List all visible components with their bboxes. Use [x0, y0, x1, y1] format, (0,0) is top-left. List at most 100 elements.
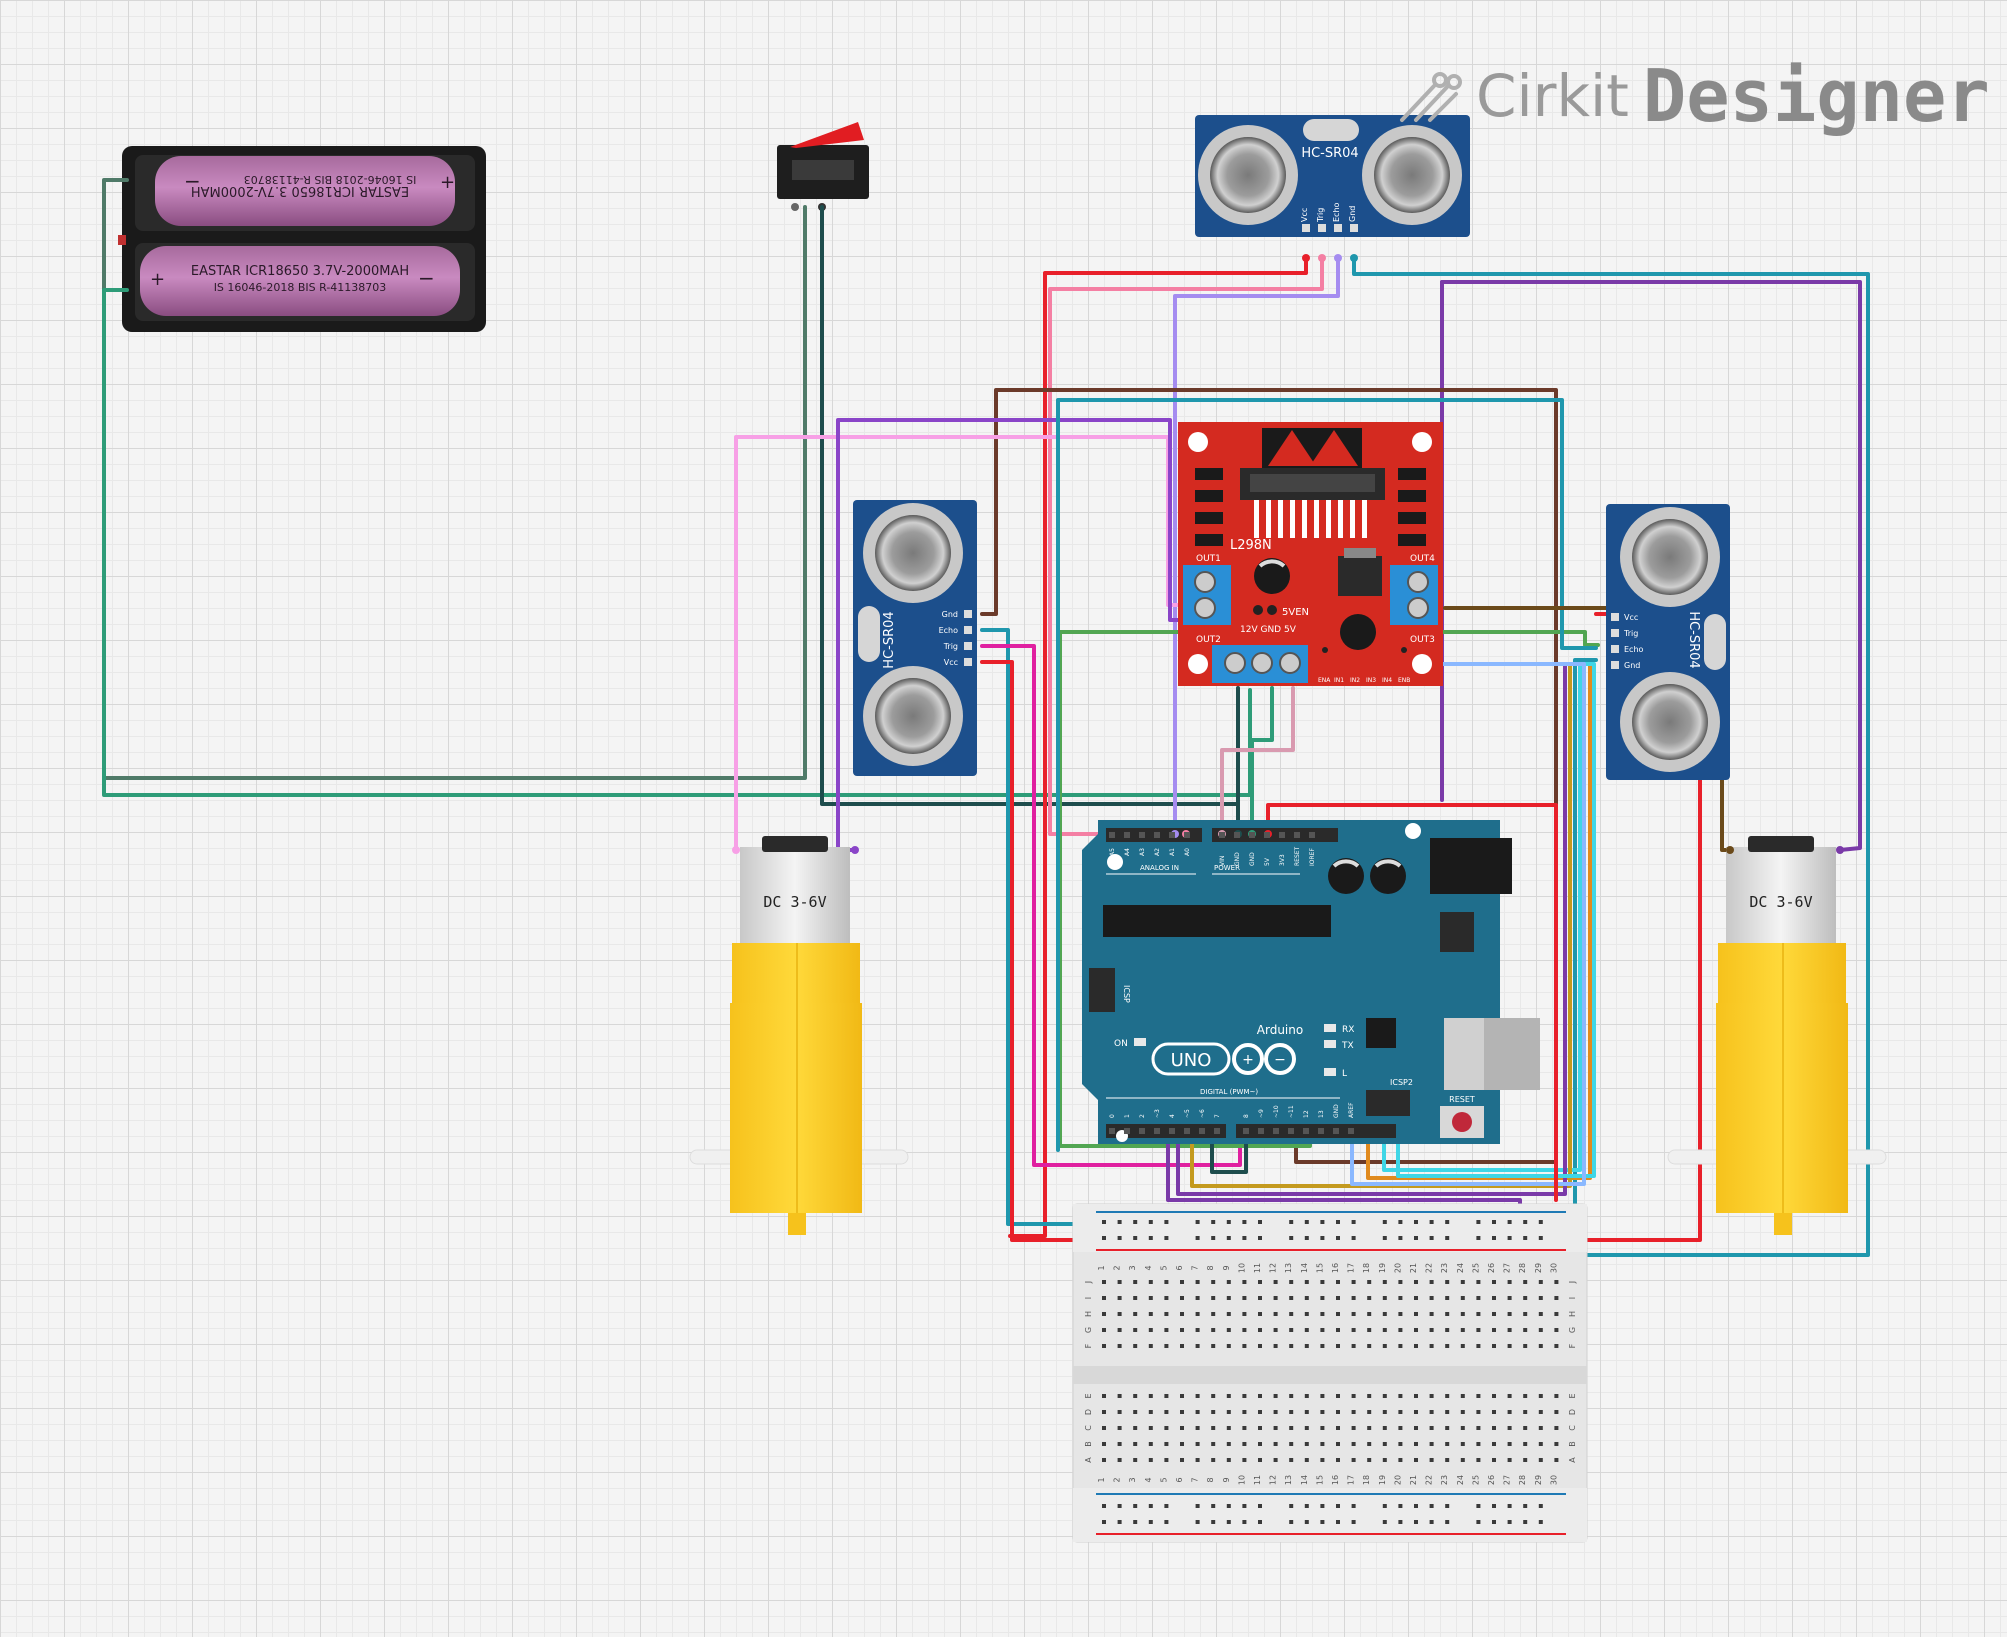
breadboard-column-number: 10	[1237, 1475, 1246, 1485]
breadboard[interactable]: 1122334455667788991010111112121313141415…	[1072, 1203, 1588, 1543]
breadboard-column-number: 11	[1253, 1475, 1262, 1485]
arduino-pin-hole[interactable]	[1219, 832, 1225, 838]
arduino-pin-hole[interactable]	[1309, 832, 1315, 838]
arduino-power-header[interactable]	[1212, 828, 1338, 842]
breadboard-row-letter: B	[1568, 1441, 1577, 1447]
wire-right-motor-b	[1440, 280, 1862, 852]
breadboard-column-number: 5	[1159, 1477, 1168, 1482]
breadboard-row-letter: J	[1084, 1281, 1093, 1284]
svg-text:12V GND 5V: 12V GND 5V	[1240, 625, 1297, 635]
power-label: POWER	[1214, 864, 1240, 872]
arduino-pin-label: 8	[1243, 1114, 1250, 1118]
svg-text:+: +	[150, 269, 165, 290]
breadboard-row-letter: A	[1568, 1457, 1577, 1463]
arduino-pin-hole[interactable]	[1318, 1128, 1324, 1134]
breadboard-column-number: 8	[1206, 1477, 1215, 1482]
breadboard-column-number: 2	[1113, 1265, 1122, 1270]
arduino-pin-hole[interactable]	[1264, 832, 1270, 838]
arduino-pin-hole[interactable]	[1333, 1128, 1339, 1134]
arduino-pin-label: AREF	[1348, 1102, 1355, 1118]
arduino-pin-label: GND	[1234, 852, 1241, 866]
arduino-pin-label: 4	[1169, 1114, 1176, 1118]
sensor-top-label: HC-SR04	[1301, 146, 1358, 161]
arduino-pin-hole[interactable]	[1243, 1128, 1249, 1134]
arduino-pin-hole[interactable]	[1124, 832, 1130, 838]
ultrasonic-sensor-left[interactable]: HC-SR04 Gnd Echo Trig Vcc	[853, 500, 977, 776]
arduino-pin-label: ~6	[1199, 1109, 1206, 1118]
arduino-brand: Arduino	[1257, 1023, 1303, 1037]
driver-terminal-left[interactable]	[1183, 565, 1231, 625]
breadboard-row-letter: G	[1084, 1327, 1093, 1333]
breadboard-column-number: 6	[1175, 1265, 1184, 1270]
arduino-pin-hole[interactable]	[1273, 1128, 1279, 1134]
arduino-pin-hole[interactable]	[1258, 1128, 1264, 1134]
driver-input-header[interactable]: ENA IN1 IN2 IN3 IN4 ENB	[1318, 647, 1410, 684]
arduino-pin-hole[interactable]	[1199, 1128, 1205, 1134]
arduino-pin-hole[interactable]	[1184, 1128, 1190, 1134]
ultrasonic-sensor-top[interactable]: HC-SR04 Vcc Trig Echo Gnd	[1195, 115, 1470, 237]
arduino-pin-hole[interactable]	[1288, 1128, 1294, 1134]
rocker-switch[interactable]	[777, 122, 869, 211]
reset-button[interactable]: RESET	[1440, 1095, 1484, 1138]
arduino-uno[interactable]: ANALOG IN POWER ICSP ICSP2 UNO + − Ard	[1082, 820, 1540, 1144]
motor-driver-l298n[interactable]: L298N 5VEN OUT1 OUT2 OUT4 OUT3 12V GND 5…	[1178, 422, 1443, 686]
sensor-top-pins: Vcc Trig Echo Gnd	[1300, 202, 1358, 232]
arduino-pin-label: A3	[1139, 848, 1146, 856]
breadboard-column-number: 19	[1378, 1263, 1387, 1273]
arduino-pin-label: 3V3	[1279, 854, 1286, 866]
arduino-pin-hole[interactable]	[1249, 832, 1255, 838]
ultrasonic-sensor-right[interactable]: HC-SR04 Vcc Trig Echo Gnd	[1606, 504, 1730, 780]
arduino-pin-hole[interactable]	[1139, 832, 1145, 838]
arduino-pin-hole[interactable]	[1294, 832, 1300, 838]
arduino-pin-hole[interactable]	[1184, 832, 1190, 838]
arduino-model: UNO	[1171, 1050, 1212, 1071]
breadboard-column-number: 22	[1425, 1475, 1434, 1485]
driver-out1-label: OUT1	[1196, 554, 1221, 564]
breadboard-column-number: 15	[1315, 1475, 1324, 1485]
driver-power-terminal[interactable]: 12V GND 5V	[1212, 625, 1308, 683]
dc-motor-right[interactable]: DC 3-6V	[1667, 836, 1887, 1235]
arduino-pin-hole[interactable]	[1279, 832, 1285, 838]
arduino-digital-header-high[interactable]	[1236, 1124, 1396, 1138]
svg-text:Gnd: Gnd	[942, 610, 958, 619]
arduino-pin-hole[interactable]	[1348, 1128, 1354, 1134]
arduino-pin-label: A2	[1154, 848, 1161, 856]
svg-text:Echo: Echo	[1332, 202, 1341, 222]
breadboard-column-number: 8	[1206, 1265, 1215, 1270]
arduino-pin-hole[interactable]	[1169, 1128, 1175, 1134]
svg-text:Trig: Trig	[943, 642, 958, 651]
arduino-pin-hole[interactable]	[1109, 832, 1115, 838]
arduino-pin-hole[interactable]	[1234, 832, 1240, 838]
arduino-pin-label: ~5	[1184, 1109, 1191, 1118]
breadboard-holes[interactable]	[1102, 1220, 1559, 1524]
dc-motor-left[interactable]: DC 3-6V	[689, 836, 909, 1235]
svg-text:Echo: Echo	[939, 626, 959, 635]
wire-left-echo	[980, 628, 1106, 1226]
arduino-digital-header-low[interactable]	[1106, 1124, 1226, 1138]
driver-terminal-right[interactable]	[1390, 565, 1438, 625]
breadboard-row-letter: D	[1084, 1409, 1093, 1415]
arduino-pin-hole[interactable]	[1154, 832, 1160, 838]
arduino-pin-hole[interactable]	[1169, 832, 1175, 838]
breadboard-column-number: 25	[1471, 1263, 1480, 1273]
sensor-left-pins: Gnd Echo Trig Vcc	[939, 610, 972, 667]
arduino-pin-label: 5V	[1264, 857, 1271, 866]
arduino-pin-label: 0	[1109, 1114, 1116, 1118]
svg-text:L: L	[1342, 1069, 1347, 1079]
arduino-pin-hole[interactable]	[1109, 1128, 1115, 1134]
arduino-pin-hole[interactable]	[1214, 1128, 1220, 1134]
svg-text:−: −	[184, 169, 201, 193]
svg-text:+: +	[440, 172, 455, 193]
motor-left-label: DC 3-6V	[763, 893, 826, 911]
arduino-pin-label: RESET	[1294, 846, 1301, 866]
arduino-pin-hole[interactable]	[1303, 1128, 1309, 1134]
arduino-pin-hole[interactable]	[1154, 1128, 1160, 1134]
breadboard-column-number: 16	[1331, 1263, 1340, 1273]
breadboard-column-number: 4	[1144, 1265, 1153, 1270]
arduino-pin-hole[interactable]	[1139, 1128, 1145, 1134]
svg-text:IN2: IN2	[1350, 677, 1360, 684]
battery-holder[interactable]: IS 16046-2018 BIS R-41138703 EASTAR ICR1…	[118, 146, 486, 332]
arduino-pin-hole[interactable]	[1124, 1128, 1130, 1134]
